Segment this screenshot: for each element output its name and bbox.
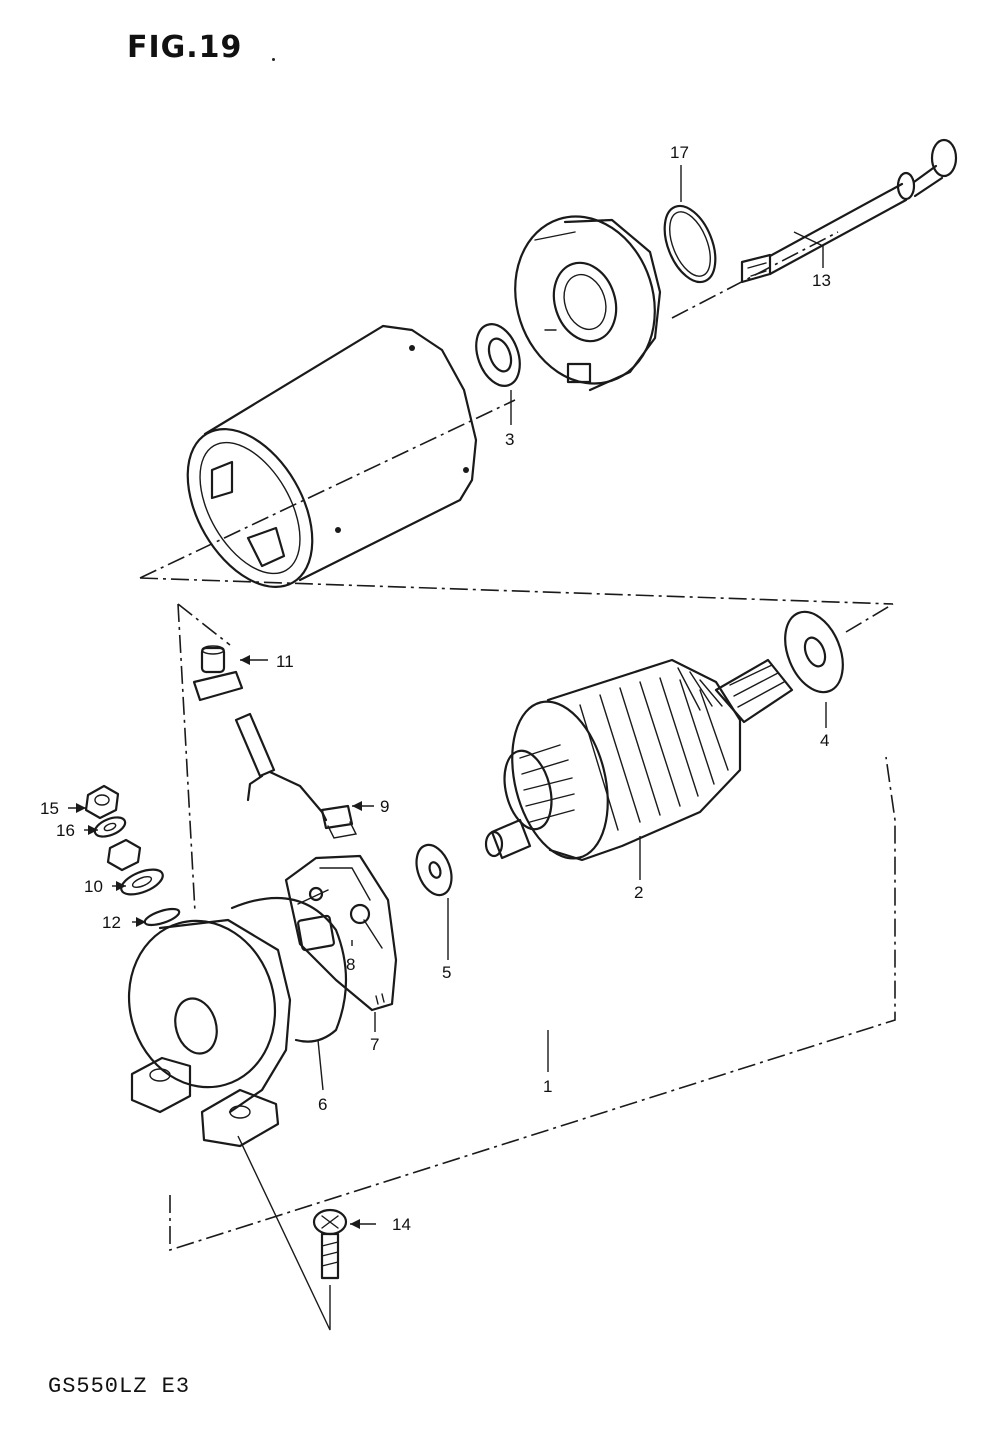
callout-6: 6: [318, 1095, 327, 1114]
front-end-cover: [127, 918, 292, 1148]
model-code-label: GS550LZ E3: [48, 1374, 191, 1399]
callout-9: 9: [380, 797, 389, 816]
rear-end-housing: [514, 215, 662, 392]
callout-3: 3: [505, 430, 514, 449]
callout-13: 13: [812, 271, 831, 290]
leader-lines: [68, 165, 827, 1331]
callout-11: 11: [276, 652, 294, 671]
part-13-through-bolt: [740, 138, 958, 284]
part-4-washer: [784, 610, 844, 694]
part-7-brush-holder: [284, 854, 398, 1012]
figure-title: FIG.19: [127, 30, 243, 65]
callout-7: 7: [370, 1035, 379, 1054]
callout-14: 14: [392, 1215, 411, 1234]
part-15-nut: [84, 784, 120, 820]
callout-1: 1: [543, 1077, 552, 1096]
motor-yoke: [186, 324, 478, 588]
callout-16: 16: [56, 821, 75, 840]
callout-2: 2: [634, 883, 643, 902]
callout-5: 5: [442, 963, 451, 982]
part-16-washer: [93, 816, 127, 838]
part-14-screw: [312, 1208, 348, 1280]
leader-arrowheads: [76, 655, 362, 1229]
part-10-nut-washer: [106, 838, 164, 896]
title-dot: [272, 58, 275, 61]
part-5-washer: [415, 843, 453, 897]
callout-labels: 1 2 3 4 5 6 7 8 9 10 11 12 13 14 15 16 1…: [40, 143, 831, 1234]
part-11-terminal-bolt: [192, 645, 244, 702]
lower-assembly-outline: [169, 603, 896, 1252]
callout-10: 10: [84, 877, 103, 896]
callout-4: 4: [820, 731, 829, 750]
part-2-armature: [484, 658, 794, 862]
callout-12: 12: [102, 913, 121, 932]
part-9-brush: [234, 712, 358, 839]
callout-15: 15: [40, 799, 59, 818]
callout-17: 17: [670, 143, 689, 162]
part-17-o-ring: [663, 204, 717, 284]
part-3-seal: [475, 323, 521, 387]
part-6-o-ring: [230, 896, 348, 1043]
callout-8: 8: [346, 955, 355, 974]
